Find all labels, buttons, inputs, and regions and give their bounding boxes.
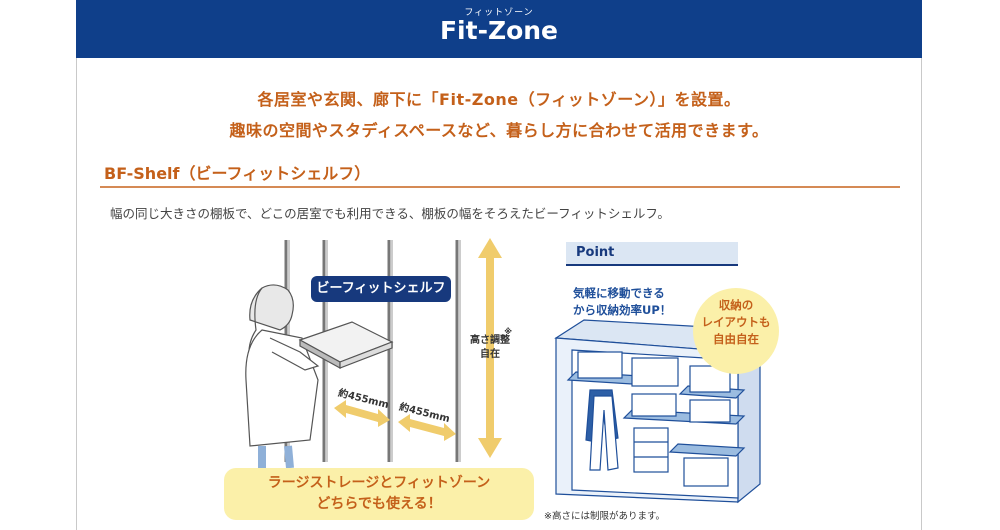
person-figure <box>245 284 320 469</box>
height-asterisk: ※ <box>504 327 512 336</box>
lead-line-2: 趣味の空間やスタディスペースなど、暮らし方に合わせて活用できます。 <box>229 121 769 140</box>
section-title: BF-Shelf（ビーフィットシェルフ） <box>104 164 371 183</box>
shelf-label-badge: ビーフィットシェルフ <box>311 276 451 302</box>
content-frame <box>76 0 922 530</box>
section-description: 幅の同じ大きさの棚板で、どこの居室でも利用できる、棚板の幅をそろえたビーフィット… <box>110 206 670 221</box>
lead-line-1: 各居室や玄関、廊下に「Fit-Zone（フィットゾーン）」を設置。 <box>257 90 741 109</box>
header-ruby: フィットゾーン <box>464 8 534 18</box>
width-arrows <box>334 400 456 441</box>
section-divider <box>100 186 900 188</box>
point-text: 気軽に移動できる から収納効率UP！ <box>573 285 671 319</box>
usage-callout: ラージストレージとフィットゾーン どちらでも使える！ <box>224 468 534 520</box>
layout-circle-badge: 収納の レイアウトも 自由自在 <box>693 288 779 374</box>
circle-line-3: 自由自在 <box>713 332 759 346</box>
usage-line-1: ラージストレージとフィットゾーン <box>267 475 491 491</box>
page-header: フィットゾーン Fit-Zone <box>76 0 922 58</box>
shelf-board <box>298 321 394 370</box>
closet-illustration <box>554 319 762 504</box>
usage-line-2: どちらでも使える！ <box>316 496 442 512</box>
circle-line-2: レイアウトも <box>701 315 771 329</box>
height-footnote: ※高さには制限があります。 <box>544 511 666 522</box>
circle-line-1: 収納の <box>718 298 754 312</box>
page-title: Fit-Zone <box>439 16 559 45</box>
point-heading: Point <box>566 242 738 266</box>
point-text-line-2: から収納効率UP！ <box>573 303 672 317</box>
point-text-line-1: 気軽に移動できる <box>573 286 665 300</box>
height-line-2: 自在 <box>480 349 500 360</box>
height-arrow <box>478 238 502 458</box>
height-line-1: 高さ調整 <box>470 335 510 346</box>
height-adjust-note: ※ 高さ調整 自在 <box>468 327 512 362</box>
